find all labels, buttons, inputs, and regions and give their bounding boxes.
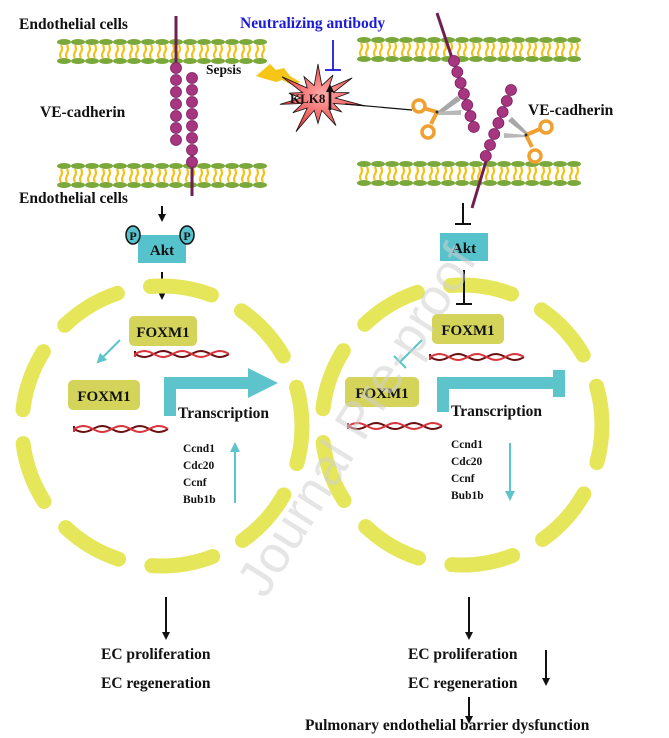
cadherin-domain bbox=[186, 120, 198, 132]
label-neutralizing-antibody: Neutralizing antibody bbox=[240, 15, 385, 32]
cadherin-domain bbox=[170, 86, 182, 98]
klk8-to-scissors-connector bbox=[344, 103, 413, 111]
cadherin-domain bbox=[457, 88, 470, 100]
foxm1-box-right-bottom bbox=[345, 377, 419, 407]
foxm1-label: FOXM1 bbox=[136, 325, 189, 341]
cadherin-domain bbox=[170, 98, 182, 110]
cadherin-domain bbox=[186, 108, 198, 120]
cyan-inhibit-line bbox=[399, 339, 423, 363]
dna-helix-icon bbox=[73, 424, 169, 434]
transcription-arrow-left bbox=[164, 377, 250, 416]
transcription-label-left: Transcription bbox=[178, 405, 269, 422]
cadherin-domain bbox=[186, 72, 198, 84]
foxm1-label: FOXM1 bbox=[77, 389, 130, 405]
cadherin-domain bbox=[186, 84, 198, 96]
cadherin-domain bbox=[186, 132, 198, 144]
scissors-icon bbox=[411, 96, 461, 140]
foxm1-box-left-top bbox=[129, 316, 197, 346]
cadherin-domain bbox=[479, 150, 492, 162]
akt-box-left bbox=[138, 235, 186, 263]
cell-membranes bbox=[57, 37, 581, 188]
gene-label: Ccnd1 bbox=[183, 443, 215, 455]
foxm1-label: FOXM1 bbox=[441, 323, 494, 339]
cyan-inhibit-bar bbox=[393, 355, 407, 369]
cadherin-domain bbox=[170, 122, 182, 134]
label-klk8: KLK8 bbox=[290, 91, 326, 106]
lipid-bilayer bbox=[357, 37, 581, 62]
cadherin-domain bbox=[484, 139, 496, 151]
cadherin-domain bbox=[496, 106, 509, 118]
transcription-label-right: Transcription bbox=[451, 403, 542, 420]
cadherin-domain bbox=[464, 110, 477, 122]
outcome-label: EC proliferation bbox=[101, 646, 211, 663]
lipid-bilayer bbox=[57, 39, 267, 64]
gene-label: Cdc20 bbox=[183, 460, 215, 472]
dna-helix-icon bbox=[429, 352, 525, 362]
foxm1-box-left-bottom bbox=[68, 380, 140, 410]
svg-text:P: P bbox=[129, 229, 136, 243]
lipid-bilayer bbox=[357, 161, 581, 186]
gene-label: Ccnf bbox=[183, 477, 207, 489]
transcription-block-right bbox=[437, 377, 555, 412]
akt-box-right bbox=[440, 233, 488, 261]
lipid-bilayer bbox=[57, 163, 267, 188]
cadherin-domain bbox=[186, 156, 198, 168]
cadherin-domain bbox=[454, 77, 467, 89]
cadherin-domain bbox=[451, 66, 464, 78]
label-sepsis: Sepsis bbox=[206, 62, 241, 77]
akt-label-left: Akt bbox=[150, 243, 174, 259]
cadherin-domain bbox=[461, 99, 474, 111]
dna-helix-icon bbox=[134, 349, 230, 359]
klk8-starburst bbox=[279, 63, 366, 132]
gene-label: Ccnf bbox=[451, 473, 475, 485]
cadherin-domain bbox=[170, 62, 182, 74]
cadherin-domain bbox=[467, 121, 480, 133]
cadherin-domain bbox=[448, 55, 460, 67]
outcome-label: EC proliferation bbox=[408, 646, 518, 663]
cadherin-domain bbox=[170, 74, 182, 86]
label-ve-cadherin-right: VE-cadherin bbox=[528, 102, 614, 119]
outcome-label: EC regeneration bbox=[101, 675, 211, 692]
foxm1-box-right-top bbox=[432, 314, 504, 344]
svg-text:P: P bbox=[183, 229, 190, 243]
final-outcome-label: Pulmonary endothelial barrier dysfunctio… bbox=[305, 717, 590, 734]
cadherin-domain bbox=[170, 110, 182, 122]
akt-label-right: Akt bbox=[452, 241, 476, 257]
label-endothelial-cells-top: Endothelial cells bbox=[19, 16, 128, 33]
foxm1-label: FOXM1 bbox=[355, 386, 408, 402]
transcription-arrowhead bbox=[248, 368, 278, 398]
nucleus-left bbox=[14, 278, 310, 574]
scissors-icon bbox=[504, 117, 554, 164]
dna-helix-icon bbox=[347, 421, 443, 431]
cadherin-domain bbox=[170, 134, 182, 146]
gene-label: Bub1b bbox=[183, 494, 216, 506]
cadherin-domain bbox=[186, 144, 198, 156]
ve-cadherin-intact bbox=[170, 16, 198, 196]
label-endothelial-cells-bottom: Endothelial cells bbox=[19, 190, 128, 207]
cadherin-domain bbox=[505, 84, 517, 96]
label-ve-cadherin-left: VE-cadherin bbox=[40, 104, 126, 121]
phospho-icon: P bbox=[125, 225, 141, 245]
ve-cadherin-cleaved bbox=[435, 12, 517, 209]
nucleus-right bbox=[314, 277, 610, 573]
cadherin-domain bbox=[488, 128, 501, 140]
cadherin-domain bbox=[500, 95, 513, 107]
gene-label: Ccnd1 bbox=[451, 439, 483, 451]
gene-label: Bub1b bbox=[451, 490, 484, 502]
transcription-block-bar bbox=[553, 370, 565, 397]
cadherin-domain bbox=[186, 96, 198, 108]
gene-label: Cdc20 bbox=[451, 456, 483, 468]
phospho-icon: P bbox=[179, 225, 195, 245]
cadherin-domain bbox=[492, 117, 505, 129]
arrow-cyan bbox=[96, 339, 121, 364]
outcome-label: EC regeneration bbox=[408, 675, 518, 692]
